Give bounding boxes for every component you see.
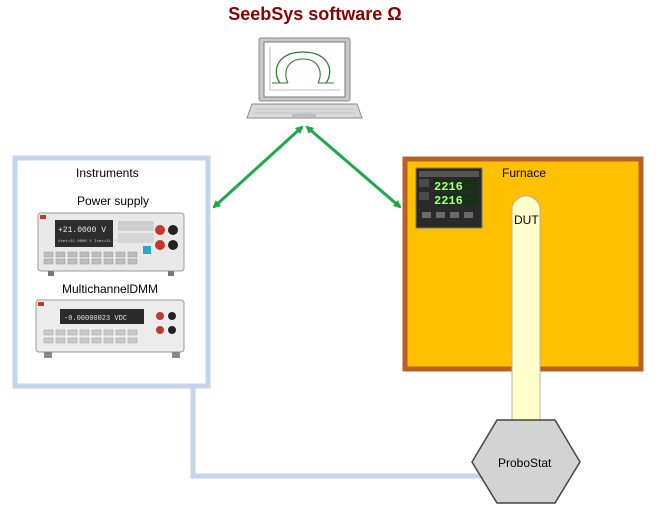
power-supply-device [37, 212, 185, 276]
controller-bottom-display: 2216 [434, 194, 463, 208]
cable-line [190, 385, 486, 479]
dut-label: DUT [514, 213, 539, 227]
power-supply-display-sub: Vset=21.0000 V Iset=21.0000 V [58, 240, 128, 244]
power-supply-display-main: +21.0000 V [58, 226, 106, 235]
diagram-title: SeebSys software Ω [228, 4, 402, 24]
arrow-laptop-furnace [305, 125, 402, 209]
dmm-device [35, 299, 185, 358]
probostat-label: ProboStat [498, 456, 552, 470]
laptop-icon [246, 37, 363, 119]
controller-top-display: 2216 [434, 180, 463, 194]
dmm-label: MultichannelDMM [62, 282, 159, 296]
power-supply-label: Power supply [77, 194, 150, 208]
probostat-hexagon [471, 419, 581, 504]
dut-tube [511, 195, 541, 427]
dmm-display-main: -0.00000023 VDC [64, 315, 127, 323]
temperature-controller [415, 167, 483, 229]
arrow-laptop-instruments [212, 125, 304, 209]
furnace-label: Furnace [502, 166, 547, 180]
instruments-heading: Instruments [76, 166, 139, 180]
